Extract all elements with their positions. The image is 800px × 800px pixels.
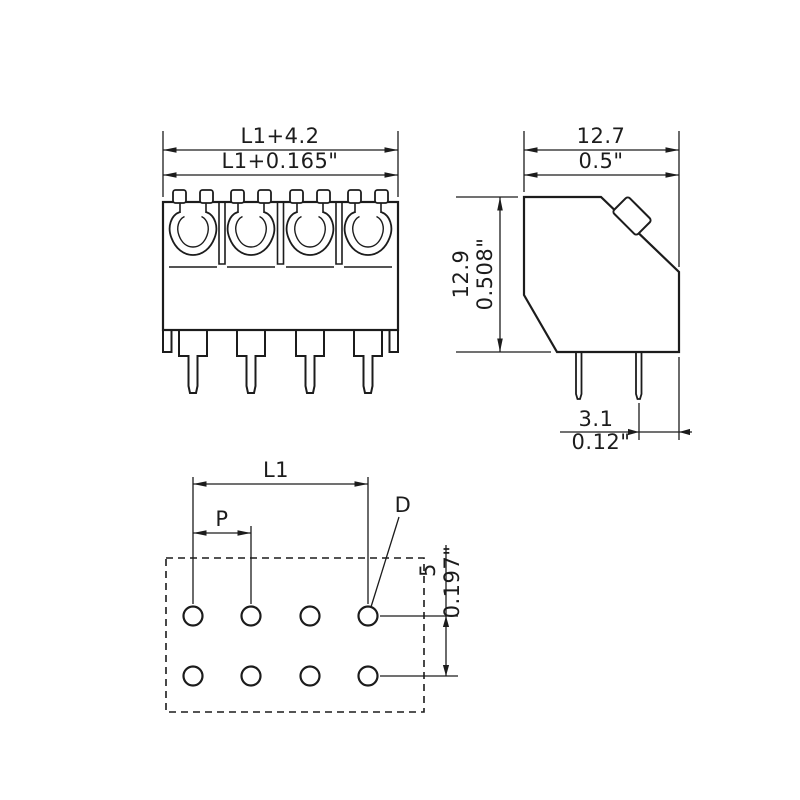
dim-side-height-mm: 12.9 — [449, 250, 473, 299]
side-body-outline — [522, 195, 681, 354]
front-width-dimension — [162, 131, 399, 197]
extension-lines — [380, 615, 458, 677]
front-body-outline — [161, 200, 400, 332]
actuation-button — [612, 196, 652, 236]
arrowhead — [442, 616, 450, 627]
footprint-outline — [165, 557, 425, 713]
solder-hole — [240, 665, 262, 687]
dim-row-spacing-mm: 5 — [416, 563, 440, 577]
dim-pin-edge-inch: 0.12" — [572, 430, 631, 454]
solder-hole — [182, 665, 204, 687]
dim-front-width-inch: L1+0.165" — [222, 149, 339, 173]
extension-lines — [192, 477, 369, 604]
dim-footprint-pitch: P — [215, 507, 228, 531]
side-view — [522, 195, 681, 400]
terminal-pole-1 — [168, 189, 218, 394]
extension-lines — [523, 131, 680, 267]
terminal-pole-3 — [285, 189, 335, 394]
arrowhead — [628, 428, 639, 436]
solder-pin-left — [575, 352, 583, 400]
mounting-feet — [162, 330, 399, 353]
side-width-dimension — [523, 131, 680, 267]
solder-hole — [240, 605, 262, 627]
dim-front-width-mm: L1+4.2 — [240, 124, 319, 148]
dim-side-width-inch: 0.5" — [578, 149, 623, 173]
dim-hole-diameter: D — [395, 493, 412, 517]
extension-lines — [638, 357, 680, 440]
pole-separator-slots — [218, 203, 343, 265]
dim-row-spacing-inch: 0.197" — [440, 546, 464, 619]
dim-pin-edge-mm: 3.1 — [579, 407, 614, 431]
arrowhead — [679, 428, 690, 436]
solder-hole — [299, 665, 321, 687]
hole-dia-leader-line — [370, 516, 400, 608]
solder-pin-right — [635, 352, 643, 400]
terminal-pole-4 — [343, 189, 393, 394]
dim-side-width-mm: 12.7 — [577, 124, 626, 148]
terminal-pole-2 — [226, 189, 276, 394]
pin-edge-dimension — [560, 357, 692, 440]
dim-side-height-inch: 0.508" — [473, 238, 497, 311]
footprint-dimensions — [192, 477, 458, 677]
extension-lines — [456, 196, 551, 353]
solder-hole — [357, 605, 379, 627]
solder-hole — [357, 665, 379, 687]
side-height-dimension — [456, 196, 551, 353]
arrowhead — [442, 665, 450, 676]
front-view — [161, 189, 400, 394]
extension-lines — [162, 131, 399, 197]
solder-hole — [299, 605, 321, 627]
footprint-view — [165, 557, 425, 713]
solder-hole — [182, 605, 204, 627]
dim-footprint-length: L1 — [263, 458, 289, 482]
